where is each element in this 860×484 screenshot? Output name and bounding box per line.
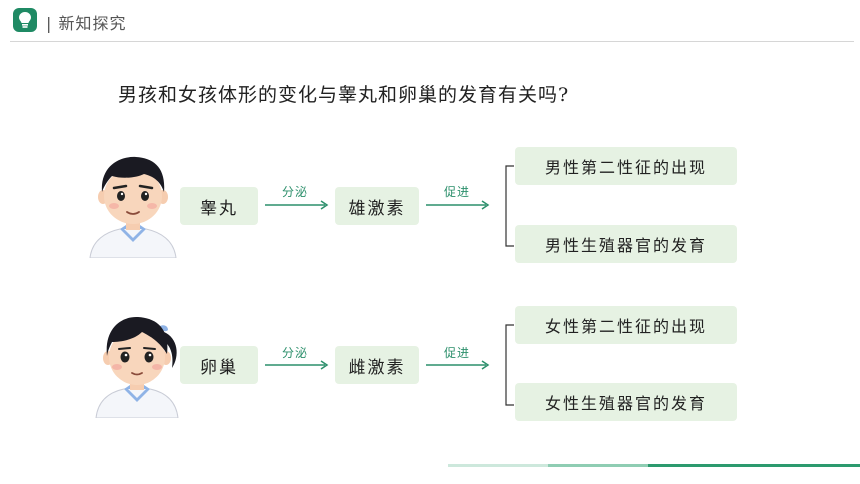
female-promote-label: 促进: [444, 346, 471, 360]
male-arrow-2: [426, 200, 490, 210]
header: | 新知探究: [0, 0, 860, 44]
female-result-1: 女性第二性征的出现: [515, 306, 737, 344]
female-result-2: 女性生殖器官的发育: [515, 383, 737, 421]
girl-avatar: [95, 316, 179, 418]
female-bracket: [505, 324, 514, 406]
logo: [13, 8, 37, 32]
page-title: | 新知探究: [46, 14, 127, 33]
male-bracket: [505, 165, 514, 247]
female-arrow-2: [426, 360, 490, 370]
header-divider: [10, 41, 854, 42]
female-secrete-label: 分泌: [282, 346, 309, 360]
male-promote-label: 促进: [444, 185, 471, 199]
boy-avatar: [89, 156, 177, 258]
male-result-1: 男性第二性征的出现: [515, 147, 737, 185]
male-arrow-1: [265, 200, 329, 210]
female-organ-box: 卵巢: [180, 346, 258, 384]
lightbulb-icon: [19, 12, 31, 28]
male-result-2: 男性生殖器官的发育: [515, 225, 737, 263]
female-hormone-box: 雌激素: [335, 346, 419, 384]
female-arrow-1: [265, 360, 329, 370]
question-text: 男孩和女孩体形的变化与睾丸和卵巢的发育有关吗?: [118, 84, 570, 106]
male-secrete-label: 分泌: [282, 185, 309, 199]
footer-bar-dark: [648, 464, 860, 467]
footer-bar-light: [448, 464, 548, 467]
footer-bar-mid: [548, 464, 648, 467]
male-organ-box: 睾丸: [180, 187, 258, 225]
male-hormone-box: 雄激素: [335, 187, 419, 225]
